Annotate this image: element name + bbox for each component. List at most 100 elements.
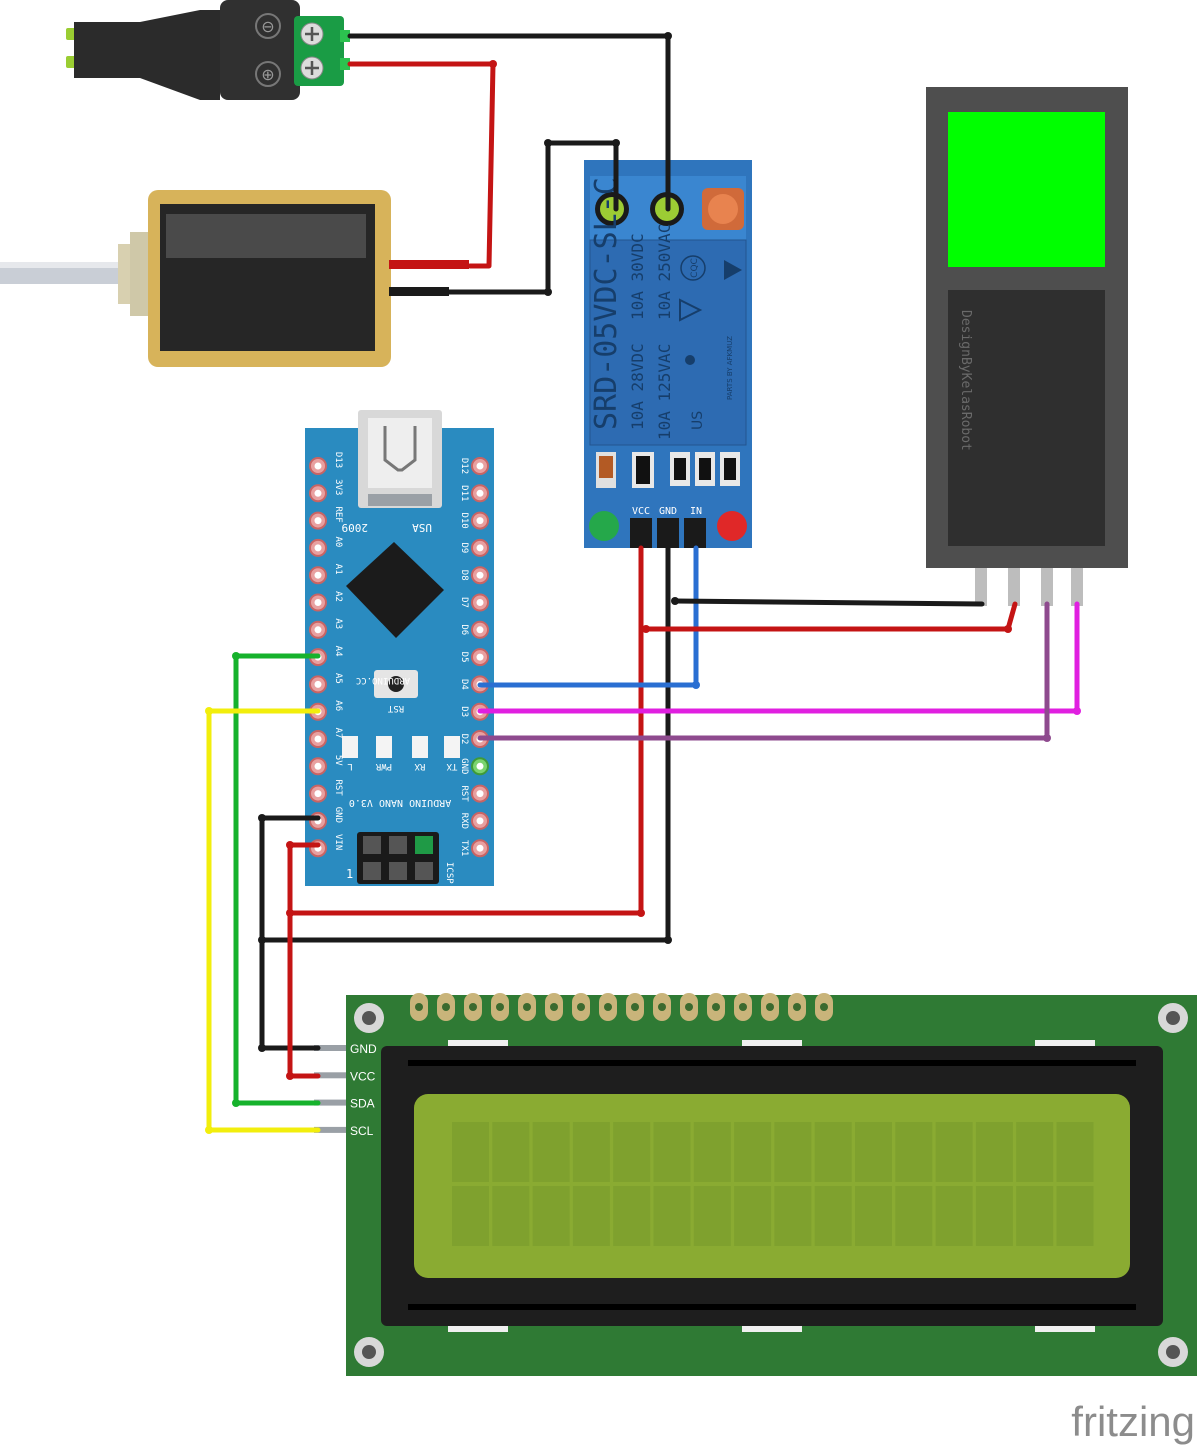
arduino-left-pin-label: A7 — [333, 728, 343, 739]
lcd-cell — [532, 1122, 570, 1182]
arduino-left-pin-label: RST — [333, 779, 343, 796]
wire-joint — [258, 936, 266, 944]
lcd-cell — [895, 1122, 933, 1182]
lcd-cell — [935, 1186, 973, 1246]
arduino-led-label: TX — [446, 761, 457, 771]
arduino-left-pin-label: A4 — [333, 646, 343, 657]
wire-joint — [232, 652, 240, 660]
lcd-pin-label: SDA — [350, 1097, 375, 1111]
dc-jack: ⊖ ⊕ — [66, 0, 350, 100]
wire-lcd-vcc — [287, 842, 321, 1079]
wire-joint — [205, 1126, 213, 1134]
arduino-left-pin-label: 3V3 — [333, 479, 343, 495]
arduino-right-pin-label: D9 — [459, 542, 469, 553]
wire-joint — [1043, 734, 1051, 742]
lcd-cell — [734, 1186, 772, 1246]
wire-fp-tx — [477, 601, 1080, 714]
wire-joint — [637, 909, 645, 917]
lcd-cell — [774, 1186, 812, 1246]
arduino-left-pin-label: A6 — [333, 700, 343, 711]
wire-joint — [205, 707, 213, 715]
arduino-right-pin-label: D8 — [459, 570, 469, 581]
relay-rating-1: 10A 250VAC — [655, 224, 674, 320]
arduino-right-pin-label: D3 — [459, 706, 469, 717]
arduino-left-pin-label: A1 — [333, 564, 343, 575]
arduino-left-pin-label: A0 — [333, 536, 343, 547]
lcd-cell — [653, 1186, 691, 1246]
arduino-right-pin-label: D4 — [459, 679, 469, 690]
solenoid-lock — [0, 190, 469, 367]
arduino-right-pin-label: D6 — [459, 624, 469, 635]
wire-joint — [1004, 625, 1012, 633]
fingerprint-brand: DesignByKelasRobot — [958, 310, 973, 451]
relay-rating-2b: 10A 28VDC — [628, 343, 647, 430]
arduino-led-label: L — [347, 761, 352, 771]
arduino-icsp-label: ICSP — [444, 862, 454, 884]
lcd-cell — [895, 1186, 933, 1246]
wire-fp-vcc — [643, 601, 1018, 632]
arduino-right-pin-label: D10 — [459, 512, 469, 528]
arduino-right-pin-label: D11 — [459, 485, 469, 501]
arduino-cc-label: ARDUINO.CC — [356, 675, 410, 685]
lcd-cell — [1016, 1186, 1054, 1246]
arduino-right-pin-label: D5 — [459, 652, 469, 663]
lcd-cell — [492, 1186, 530, 1246]
wire-joint — [286, 909, 294, 917]
arduino-rst-button-label: RST — [387, 703, 404, 713]
lcd-cell — [693, 1122, 731, 1182]
lcd-cell — [452, 1122, 489, 1182]
lcd-cell — [1016, 1122, 1054, 1182]
wire-joint — [258, 814, 266, 822]
arduino-right-pin-label: RST — [459, 785, 469, 802]
arduino-left-pin-label: GND — [333, 807, 343, 823]
lcd-pin-label: GND — [350, 1042, 377, 1056]
wire-joint — [1073, 707, 1081, 715]
lcd-cell — [492, 1122, 530, 1182]
lcd-cell — [452, 1186, 489, 1246]
arduino-right-pin-label: D7 — [459, 597, 469, 608]
lcd-cell — [653, 1122, 691, 1182]
arduino-led-label: PWR — [375, 761, 392, 771]
arduino-right-pin-label: GND — [459, 758, 469, 774]
relay-pin-in-label: IN — [690, 506, 702, 517]
wire-joint — [692, 681, 700, 689]
wire-fp-rx — [477, 601, 1050, 741]
wire-joint — [612, 139, 620, 147]
arduino-left-pin-label: 5V — [333, 755, 343, 766]
arduino-left-pin-label: REF — [333, 506, 343, 522]
wire-joint — [664, 936, 672, 944]
fritzing-watermark: fritzing — [1071, 1398, 1195, 1445]
arduino-right-pin-label: D12 — [459, 458, 469, 474]
fingerprint-sensor: DesignByKelasRobot — [926, 87, 1128, 606]
lcd-cell — [613, 1186, 651, 1246]
lcd-cell — [532, 1186, 570, 1246]
relay-module: SRD-05VDC-SL-C 10A 28VDC 10A 30VDC 10A 1… — [584, 160, 752, 548]
wire-fp-gnd — [672, 598, 985, 607]
arduino-pin1-marker: 1 — [346, 867, 353, 881]
lcd-cell — [734, 1122, 772, 1182]
lcd-cell — [814, 1122, 852, 1182]
wire-joint — [664, 32, 672, 40]
relay-pin-vcc-label: VCC — [632, 506, 650, 517]
lcd-cell — [693, 1186, 731, 1246]
lcd-cell — [855, 1186, 892, 1246]
lcd-cell — [774, 1122, 812, 1182]
arduino-nano-label: ARDUINO NANO V3.0 — [349, 797, 451, 808]
lcd-cell — [814, 1186, 852, 1246]
arduino-left-pin-label: A3 — [333, 618, 343, 629]
lcd-cell — [572, 1122, 610, 1182]
arduino-left-pin-label: VIN — [333, 834, 343, 850]
arduino-left-pin-label: A5 — [333, 673, 343, 684]
lcd-cell — [855, 1122, 892, 1182]
arduino-right-pin-label: TX1 — [459, 840, 469, 856]
wire-joint — [286, 1072, 294, 1080]
wire-joint — [544, 139, 552, 147]
arduino-usa: USA — [412, 521, 432, 534]
lcd-pin-label: SCL — [350, 1124, 374, 1138]
arduino-left-pin-label: A2 — [333, 591, 343, 602]
lcd-cell — [975, 1122, 1013, 1182]
lcd-cell — [572, 1186, 610, 1246]
lcd-cell — [975, 1186, 1013, 1246]
